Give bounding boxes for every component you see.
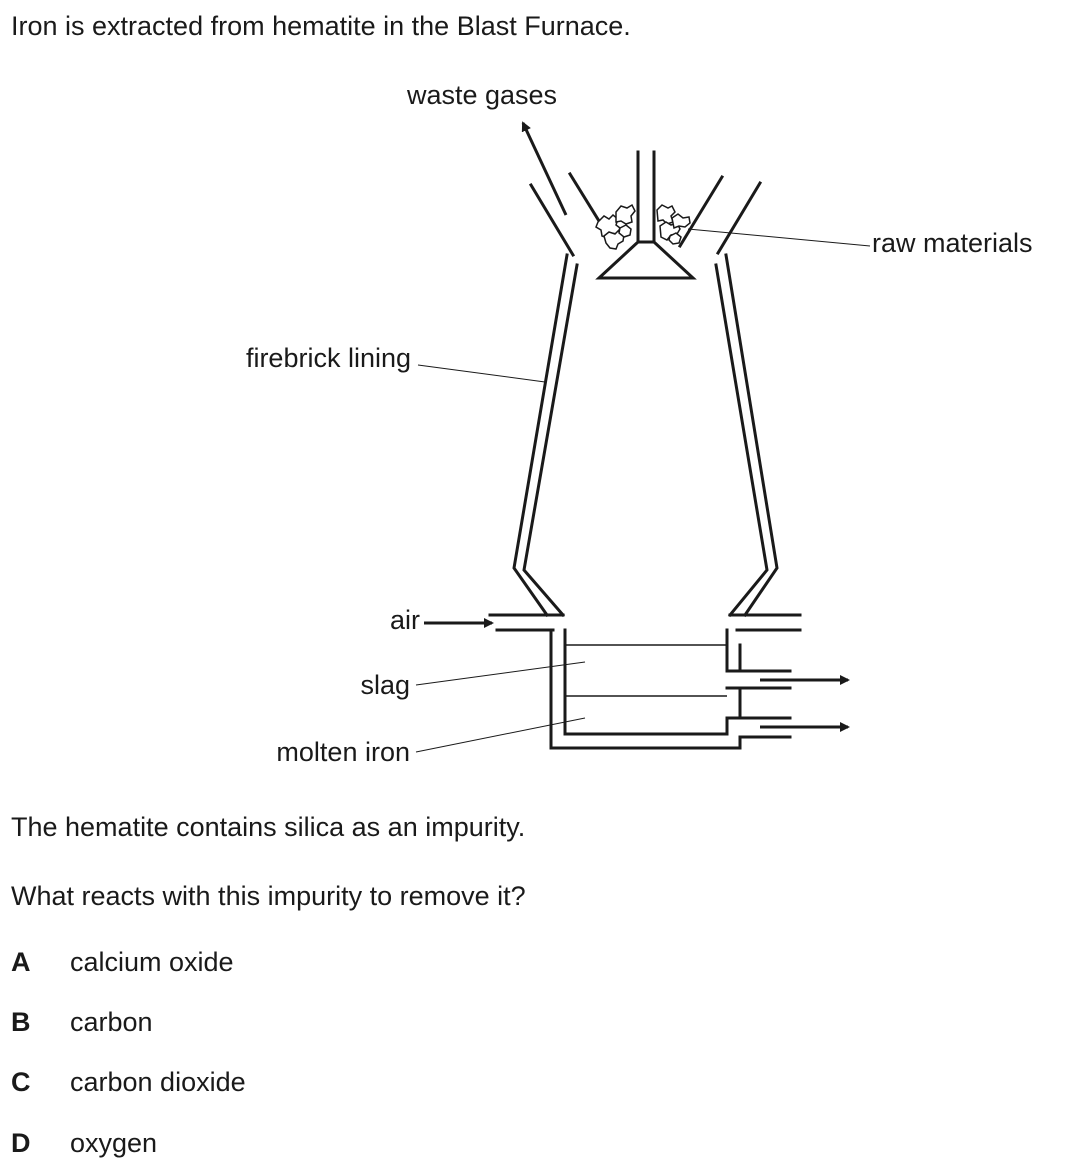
option-c-text[interactable]: carbon dioxide: [70, 1067, 246, 1097]
raw-materials-label: raw materials: [872, 228, 1033, 258]
blast-furnace-diagram: waste gases raw materials firebrick lini…: [246, 80, 1033, 767]
air-label: air: [390, 605, 420, 635]
raw-materials-lumps: [595, 203, 691, 250]
option-d-text[interactable]: oxygen: [70, 1128, 158, 1158]
waste-gases-label: waste gases: [406, 80, 557, 110]
intro-text: Iron is extracted from hematite in the B…: [11, 11, 631, 41]
raw-materials-leader: [687, 228, 871, 247]
option-a-letter[interactable]: A: [11, 947, 31, 977]
firebrick-leader: [417, 364, 546, 383]
option-c-letter[interactable]: C: [11, 1067, 31, 1097]
option-b-letter[interactable]: B: [11, 1007, 31, 1037]
waste-gases-arrow: [521, 121, 568, 216]
firebrick-lining-label: firebrick lining: [246, 343, 411, 373]
statement-text: The hematite contains silica as an impur…: [11, 812, 526, 842]
option-d-letter[interactable]: D: [11, 1128, 31, 1158]
option-b-text[interactable]: carbon: [70, 1007, 153, 1037]
molten-iron-label: molten iron: [276, 737, 410, 767]
option-a-text[interactable]: calcium oxide: [70, 947, 234, 977]
slag-label: slag: [360, 670, 410, 700]
slag-leader: [415, 661, 586, 686]
molten-iron-leader: [415, 717, 586, 753]
question-text: What reacts with this impurity to remove…: [11, 881, 526, 911]
